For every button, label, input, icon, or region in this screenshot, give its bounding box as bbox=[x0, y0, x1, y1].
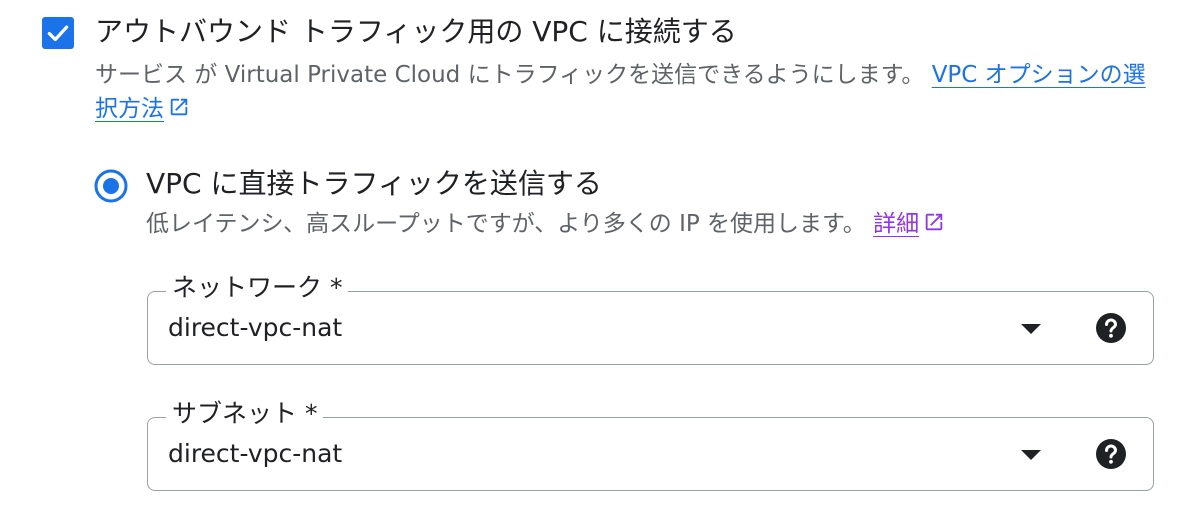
open-in-new-icon[interactable] bbox=[168, 96, 190, 118]
network-select[interactable]: ネットワーク * direct-vpc-nat bbox=[147, 270, 1154, 365]
vpc-options-link[interactable]: VPC オプションの選択方法 bbox=[95, 62, 1146, 122]
network-label: ネットワーク * bbox=[166, 270, 349, 306]
vpc-connect-description: サービス が Virtual Private Cloud にトラフィックを送信で… bbox=[95, 58, 1155, 126]
check-icon bbox=[47, 25, 69, 42]
subnet-value: direct-vpc-nat bbox=[168, 439, 343, 468]
arrow-drop-down-icon[interactable] bbox=[1021, 324, 1041, 334]
subnet-select[interactable]: サブネット * direct-vpc-nat bbox=[147, 396, 1154, 491]
vpc-connect-description-text: サービス が Virtual Private Cloud にトラフィックを送信で… bbox=[95, 62, 925, 88]
direct-vpc-description: 低レイテンシ、高スループットですが、より多くの IP を使用します。 詳細 bbox=[146, 207, 945, 241]
direct-vpc-description-text: 低レイテンシ、高スループットですが、より多くの IP を使用します。 bbox=[146, 211, 866, 237]
vpc-connect-checkbox[interactable] bbox=[42, 17, 74, 49]
arrow-drop-down-icon[interactable] bbox=[1021, 450, 1041, 460]
subnet-label: サブネット * bbox=[166, 396, 324, 432]
open-in-new-icon[interactable] bbox=[923, 211, 945, 233]
direct-vpc-label: VPC に直接トラフィックを送信する bbox=[146, 167, 602, 200]
help-icon[interactable] bbox=[1095, 438, 1127, 470]
details-link[interactable]: 詳細 bbox=[873, 211, 920, 237]
direct-vpc-radio[interactable] bbox=[93, 168, 129, 204]
vpc-connect-label: アウトバウンド トラフィック用の VPC に接続する bbox=[95, 15, 737, 48]
help-icon[interactable] bbox=[1095, 312, 1127, 344]
network-value: direct-vpc-nat bbox=[168, 313, 343, 342]
